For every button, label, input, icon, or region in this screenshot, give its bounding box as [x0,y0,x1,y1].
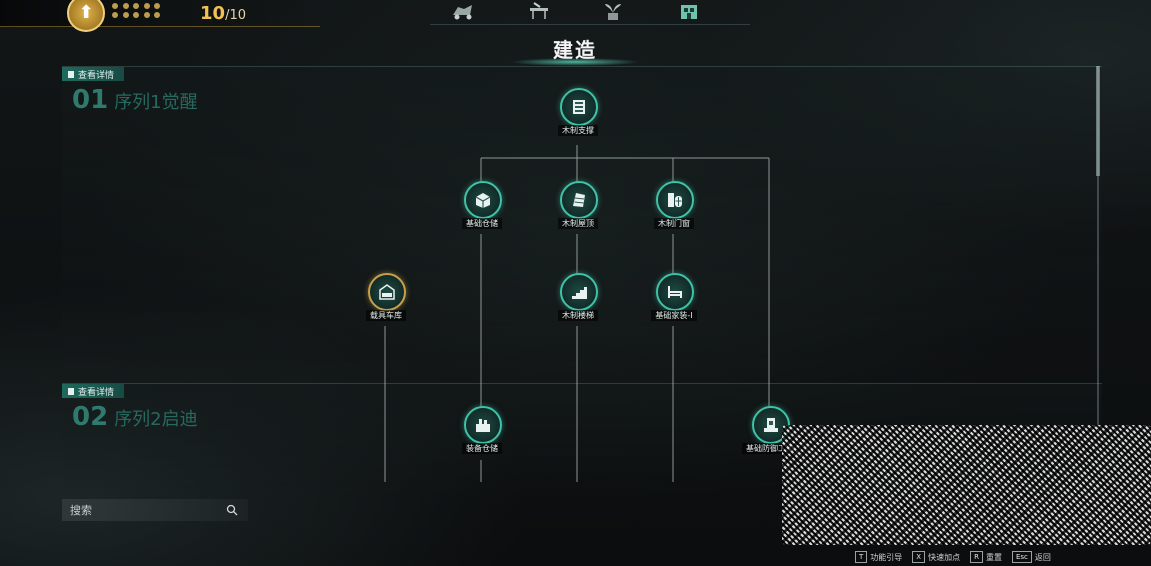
build-point-counter: 10/10 [200,3,246,24]
counter-max: /10 [225,8,246,23]
node-vehicle-garage[interactable]: 载具车库 [351,273,421,323]
node-wood-stairs[interactable]: 木制楼梯 [543,273,613,323]
hotkey-key: R [970,551,983,563]
wood-support-icon [573,100,585,114]
node-label: 木制屋顶 [558,218,598,229]
search-icon[interactable] [226,504,238,516]
star-points [112,3,164,19]
tab-vehicle[interactable] [448,0,478,22]
node-wood-door-window[interactable]: 木制门窗 [639,181,709,231]
counter-current: 10 [200,3,226,24]
view-details-button[interactable]: 查看详情 [62,384,125,398]
vehicle-tab-icon [453,5,472,20]
document-icon [68,387,74,395]
search-bar [62,499,248,521]
hotkey-label: 重置 [985,552,1002,562]
hotkey-label: 快速加点 [928,552,961,562]
workbench-tab-icon [530,2,548,19]
node-label: 木制支撑 [558,125,598,136]
node-label: 木制门窗 [654,218,694,229]
stairs-icon [572,287,587,299]
search-input[interactable] [62,502,222,518]
node-label: 载具车库 [366,310,406,321]
node-label: 基础仓储 [462,218,502,229]
equipment-crate-icon [476,419,490,432]
view-details-label: 查看详情 [78,70,115,81]
garage-icon [379,284,395,300]
tab-building[interactable] [674,0,704,22]
roof-icon [573,193,585,207]
defense-tower-icon [764,418,778,432]
node-basic-furniture[interactable]: 基础家装-I [639,273,709,323]
hotkey-label: 返回 [1034,552,1051,562]
sequence-name: 序列2启迪 [114,409,198,430]
node-wood-roof[interactable]: 木制屋顶 [543,181,613,231]
node-label: 基础家装-I [651,310,697,321]
plant-tab-icon [605,4,621,20]
rank-badge[interactable]: ⬆ [67,0,105,32]
hotkey-key: X [912,551,926,563]
document-icon [68,70,74,78]
pixelated-overlay [782,425,1151,545]
category-tabs [440,0,740,24]
hotkey-key: T [855,551,868,563]
node-wood-support[interactable]: 木制支撑 [543,88,613,138]
node-label: 基础防御工事 [742,443,798,454]
building-tab-icon [681,5,697,19]
door-window-icon [668,193,682,207]
tab-workbench[interactable] [524,0,554,22]
tab-divider [430,24,750,25]
storage-box-icon [475,193,491,208]
scrollbar-track[interactable] [1097,66,1099,506]
rank-bar: ⬆ 10/10 [0,0,320,32]
furniture-icon [668,286,682,298]
node-equipment-storage[interactable]: 装备仓储 [447,406,517,456]
sequence-name: 序列1觉醒 [114,92,198,113]
node-label: 木制楼梯 [558,310,598,321]
view-details-label: 查看详情 [78,387,115,398]
title-glow [510,58,640,66]
hotkey-key: Esc [1011,551,1032,563]
scrollbar-thumb[interactable] [1096,66,1100,176]
node-basic-storage[interactable]: 基础仓储 [447,181,517,231]
node-label: 装备仓储 [462,443,502,454]
tab-plant[interactable] [598,0,628,22]
sequence-number: 02 [72,402,109,432]
hotkey-label: 功能引导 [870,552,903,562]
view-details-button[interactable]: 查看详情 [62,67,125,81]
title-area: 建造 [510,28,640,68]
sequence-number: 01 [72,85,109,115]
arrow-up-icon: ⬆ [78,2,94,23]
